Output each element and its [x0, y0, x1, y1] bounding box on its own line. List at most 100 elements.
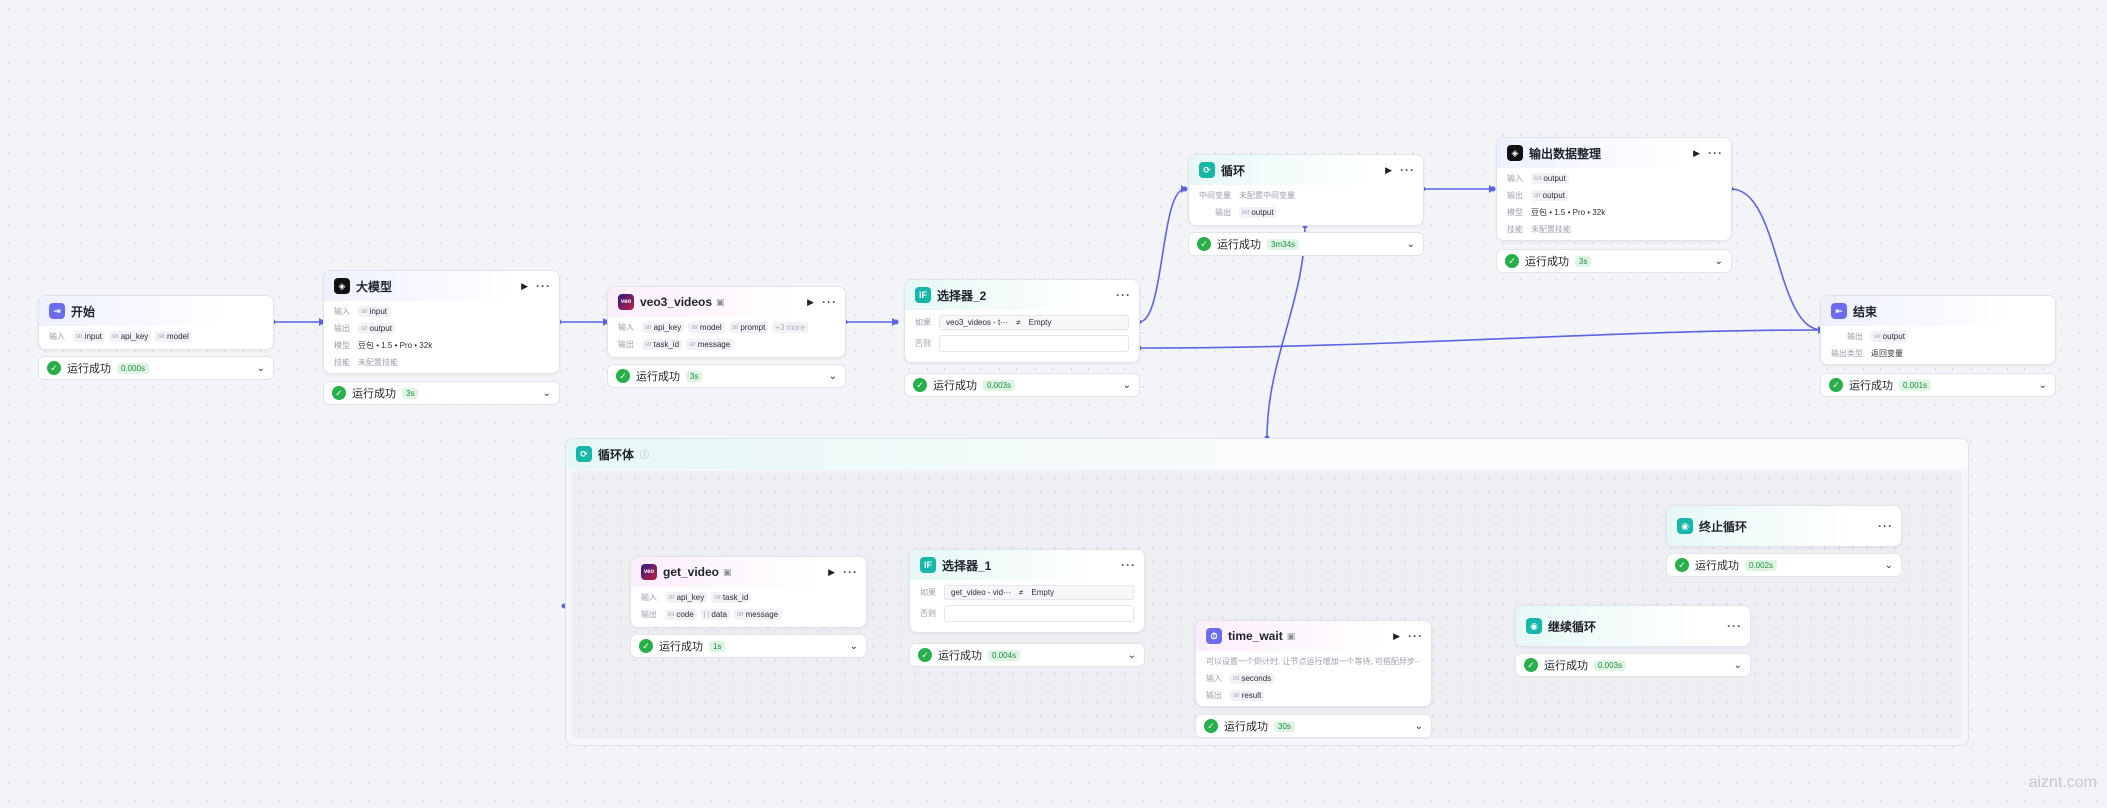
chevron-down-icon[interactable]: ⌄	[1414, 720, 1423, 732]
chevron-down-icon[interactable]: ⌄	[256, 362, 265, 374]
node-title: 循环	[1221, 163, 1246, 178]
chevron-down-icon[interactable]: ⌄	[1733, 659, 1742, 671]
model-name: 豆包 • 1.5 • Pro • 32k	[358, 341, 433, 350]
skill-row: 技能 未配置技能	[1507, 225, 1571, 234]
check-icon: ✓	[332, 386, 346, 400]
else-box[interactable]	[939, 334, 1129, 352]
status-loop[interactable]: ✓ 运行成功 3m34s ⌄	[1188, 232, 1424, 256]
node-continue-loop[interactable]: ◉ 继续循环 ···	[1515, 605, 1751, 647]
play-icon[interactable]: ▶	[1693, 147, 1700, 158]
llm-icon: ◈	[1507, 145, 1523, 161]
edge-selector2-loop	[1138, 188, 1186, 323]
node-header: ⏱ time_wait ▣ ▶ ···	[1196, 621, 1431, 651]
status-llm[interactable]: ✓ 运行成功 3s ⌄	[323, 381, 560, 405]
condition-box[interactable]: veo3_videos - t··· ≠ Empty	[939, 314, 1129, 330]
chevron-down-icon[interactable]: ⌄	[2038, 379, 2047, 391]
node-stop-loop[interactable]: ◉ 终止循环 ···	[1666, 505, 1902, 547]
check-icon: ✓	[1829, 378, 1843, 392]
play-icon[interactable]: ▶	[807, 296, 814, 307]
node-header: ◉ 终止循环 ···	[1667, 506, 1901, 546]
time-badge: 0.003s	[983, 379, 1016, 391]
chevron-down-icon[interactable]: ⌄	[542, 387, 551, 399]
more-icon[interactable]: ···	[1727, 619, 1742, 633]
status-stop-loop[interactable]: ✓ 运行成功 0.002s ⌄	[1666, 553, 1902, 577]
play-icon[interactable]: ▶	[828, 566, 835, 577]
node-header: IF 选择器_1 ···	[910, 550, 1144, 580]
status-veo3[interactable]: ✓ 运行成功 3s ⌄	[607, 364, 846, 388]
chevron-down-icon[interactable]: ⌄	[1122, 379, 1131, 391]
more-icon[interactable]: ···	[1878, 519, 1893, 533]
more-icon[interactable]: ···	[843, 565, 858, 579]
else-box[interactable]	[944, 604, 1134, 622]
node-title: veo3_videos	[640, 295, 713, 309]
model-name: 豆包 • 1.5 • Pro • 32k	[1531, 208, 1606, 217]
node-selector-1[interactable]: IF 选择器_1 ··· 如果 get_video - vid··· ≠ Emp…	[909, 549, 1145, 633]
watermark: aiznt.com	[2028, 774, 2097, 791]
status-end[interactable]: ✓ 运行成功 0.001s ⌄	[1820, 373, 2056, 397]
node-time-wait[interactable]: ⏱ time_wait ▣ ▶ ··· 可以设置一个倒计时, 让节点运行增加一个…	[1195, 620, 1432, 707]
more-icon[interactable]: ···	[536, 279, 551, 293]
node-header: IF 选择器_2 ···	[905, 280, 1139, 310]
more-icon[interactable]: ···	[1408, 629, 1423, 643]
play-icon[interactable]: ▶	[521, 280, 528, 291]
node-selector-2[interactable]: IF 选择器_2 ··· 如果 veo3_videos - t··· ≠ Emp…	[904, 279, 1140, 363]
skill-row: 技能 未配置技能	[334, 358, 398, 367]
status-time-wait[interactable]: ✓ 运行成功 30s ⌄	[1195, 714, 1432, 738]
status-selector-1[interactable]: ✓ 运行成功 0.004s ⌄	[909, 643, 1145, 667]
more-icon[interactable]: ···	[822, 295, 837, 309]
check-icon: ✓	[1197, 237, 1211, 251]
chevron-down-icon[interactable]: ⌄	[828, 370, 837, 382]
chevron-down-icon[interactable]: ⌄	[1127, 649, 1136, 661]
status-start[interactable]: ✓ 运行成功 0.000s ⌄	[38, 356, 274, 380]
time-badge: 3s	[402, 387, 419, 399]
more-icon[interactable]: ···	[1708, 146, 1723, 160]
status-get-video[interactable]: ✓ 运行成功 1s ⌄	[630, 634, 867, 658]
node-header: ⇤ 结束	[1821, 296, 2055, 326]
play-icon[interactable]: ▶	[1393, 630, 1400, 641]
info-icon[interactable]: ⓘ	[640, 449, 650, 460]
veo-icon: veo	[641, 564, 657, 580]
if-icon: IF	[915, 287, 931, 303]
chevron-down-icon[interactable]: ⌄	[849, 640, 858, 652]
time-badge: 1s	[709, 640, 726, 652]
node-header: ⟳ 循环 ▶ ···	[1189, 155, 1423, 185]
continue-loop-icon: ◉	[1526, 618, 1542, 634]
node-header: ⇥ 开始	[39, 296, 273, 326]
plugin-icon: ▣	[1286, 630, 1296, 641]
condition-box[interactable]: get_video - vid··· ≠ Empty	[944, 584, 1134, 600]
status-continue-loop[interactable]: ✓ 运行成功 0.003s ⌄	[1515, 653, 1751, 677]
node-header: ◉ 继续循环 ···	[1516, 606, 1750, 646]
status-selector-2[interactable]: ✓ 运行成功 0.003s ⌄	[904, 373, 1140, 397]
node-description: 可以设置一个倒计时, 让节点运行增加一个等待, 可搭配异步···	[1206, 657, 1421, 666]
time-badge: 0.003s	[1594, 659, 1627, 671]
start-icon: ⇥	[49, 303, 65, 319]
chevron-down-icon[interactable]: ⌄	[1714, 255, 1723, 267]
more-icon[interactable]: ···	[1400, 163, 1415, 177]
more-icon[interactable]: ···	[1116, 288, 1131, 302]
check-icon: ✓	[1204, 719, 1218, 733]
play-icon[interactable]: ▶	[1385, 164, 1392, 175]
node-title: time_wait	[1228, 629, 1283, 643]
model-row: 模型 豆包 • 1.5 • Pro • 32k	[334, 341, 433, 350]
more-icon[interactable]: ···	[1121, 558, 1136, 572]
time-badge: 3m34s	[1267, 238, 1300, 250]
chevron-down-icon[interactable]: ⌄	[1884, 559, 1893, 571]
time-badge: 0.004s	[988, 649, 1021, 661]
status-output-formatter[interactable]: ✓ 运行成功 3s ⌄	[1496, 249, 1732, 273]
chevron-down-icon[interactable]: ⌄	[1406, 238, 1415, 250]
